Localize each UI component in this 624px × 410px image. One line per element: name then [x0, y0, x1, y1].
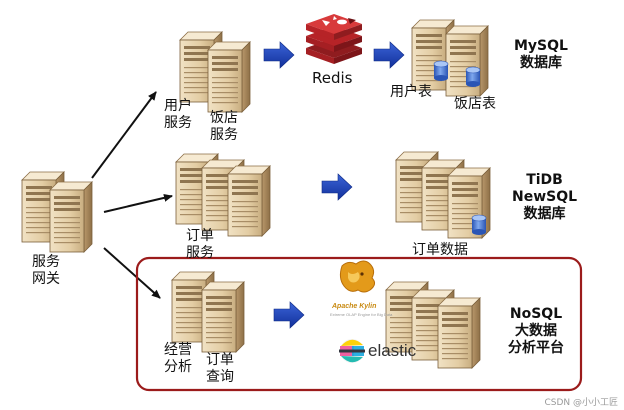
redis-logo [306, 14, 362, 64]
nosql-label-line1: NoSQL [509, 306, 563, 322]
nosql-label-line3: 分析平台 [508, 340, 564, 356]
shop-service-label-line1: 饭店 [210, 110, 238, 126]
database-icon [465, 66, 481, 88]
redis-label: Redis [312, 69, 353, 87]
nosql-label-line2: 大数据 [515, 323, 557, 339]
mysql-label: MySQL 数据库 [514, 38, 568, 72]
order-query-label: 订单 查询 [206, 352, 234, 386]
watermark: CSDN @小小工匠 [544, 398, 618, 408]
user-table-label: 用户表 [390, 84, 432, 100]
tidb-label: TiDB NewSQL 数据库 [512, 172, 577, 223]
arrow-to-order-service [103, 193, 173, 213]
gateway-label-line2: 网关 [32, 271, 60, 287]
order-service-label-line2: 服务 [186, 245, 214, 261]
ops-analysis-label-line1: 经营 [164, 342, 192, 358]
tidb-servers [395, 151, 491, 239]
order-service-label: 订单 服务 [186, 228, 214, 262]
user-service-label-line2: 服务 [164, 115, 192, 131]
mysql-label-line2: 数据库 [519, 55, 562, 71]
database-icon [433, 60, 449, 82]
ops-analysis-label-line2: 分析 [164, 359, 192, 375]
tidb-label-line3: 数据库 [523, 206, 566, 222]
gateway-label-line1: 服务 [32, 254, 60, 270]
order-query-label-line2: 查询 [206, 369, 234, 385]
flow-arrow-icon [321, 173, 353, 201]
user-service-label: 用户 服务 [164, 98, 192, 132]
flow-arrow-icon [273, 301, 305, 329]
order-query-label-line1: 订单 [206, 352, 234, 368]
mysql-label-line1: MySQL [514, 38, 568, 54]
order-data-label: 订单数据 [412, 242, 468, 258]
tidb-label-line1: TiDB [526, 172, 563, 188]
tidb-label-line2: NewSQL [512, 189, 578, 205]
order-service-servers [175, 153, 271, 237]
connector-arrows [91, 91, 173, 299]
server-icon [49, 181, 93, 253]
ops-analysis-label: 经营 分析 [164, 342, 192, 376]
flow-arrow-icon [263, 41, 295, 69]
elastic-label: elastic [368, 341, 417, 360]
analytics-servers [171, 271, 245, 353]
kylin-logo [339, 260, 376, 293]
server-icon [201, 281, 245, 353]
user-service-label-line1: 用户 [164, 98, 192, 114]
arrow-to-user-service [91, 91, 157, 179]
flow-arrow-icon [373, 41, 405, 69]
gateway-label: 服务 网关 [32, 254, 60, 288]
server-icon [207, 41, 251, 113]
shop-service-label: 饭店 服务 [210, 110, 238, 144]
shop-table-label: 饭店表 [454, 96, 496, 112]
server-icon [437, 297, 481, 369]
gateway-servers [21, 171, 93, 253]
shop-service-label-line2: 服务 [210, 127, 238, 143]
nosql-label: NoSQL 大数据 分析平台 [508, 306, 564, 357]
analytics-group-box [135, 256, 583, 392]
order-service-label-line1: 订单 [186, 228, 214, 244]
kylin-sub-label: Extreme OLAP Engine for Big Data [330, 312, 393, 317]
arrow-to-analytics [103, 247, 161, 299]
database-icon [471, 214, 487, 236]
elastic-logo [339, 339, 365, 363]
kylin-label: Apache Kylin [332, 303, 377, 310]
server-icon [227, 165, 271, 237]
